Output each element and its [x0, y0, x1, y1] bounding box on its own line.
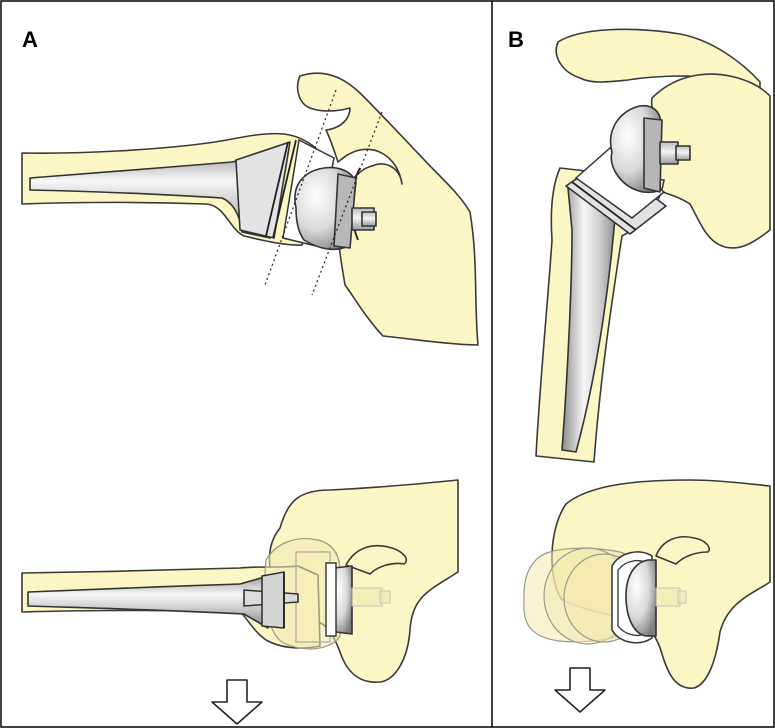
panel-a-top-view: [22, 73, 478, 345]
metaphyseal-tray-lower: [262, 572, 284, 628]
ghost-peg: [352, 588, 382, 606]
panel-a-bottom-view: [22, 480, 458, 724]
ghost-peg-b: [656, 588, 680, 606]
inferior-arrow-b: [555, 668, 605, 712]
glenoid-peg-tip-b: [676, 146, 690, 160]
head-plate-lower: [326, 563, 336, 636]
panel-label-a: A: [22, 27, 38, 52]
panel-label-b: B: [508, 27, 524, 52]
ghost-peg-tip-b: [678, 591, 686, 603]
ghost-peg-tip: [380, 591, 390, 603]
inferior-arrow-a: [212, 680, 262, 724]
panel-b-bottom-view: [524, 480, 770, 712]
glenoid-peg-tip: [362, 212, 376, 226]
panel-b-top-view: [536, 29, 770, 462]
